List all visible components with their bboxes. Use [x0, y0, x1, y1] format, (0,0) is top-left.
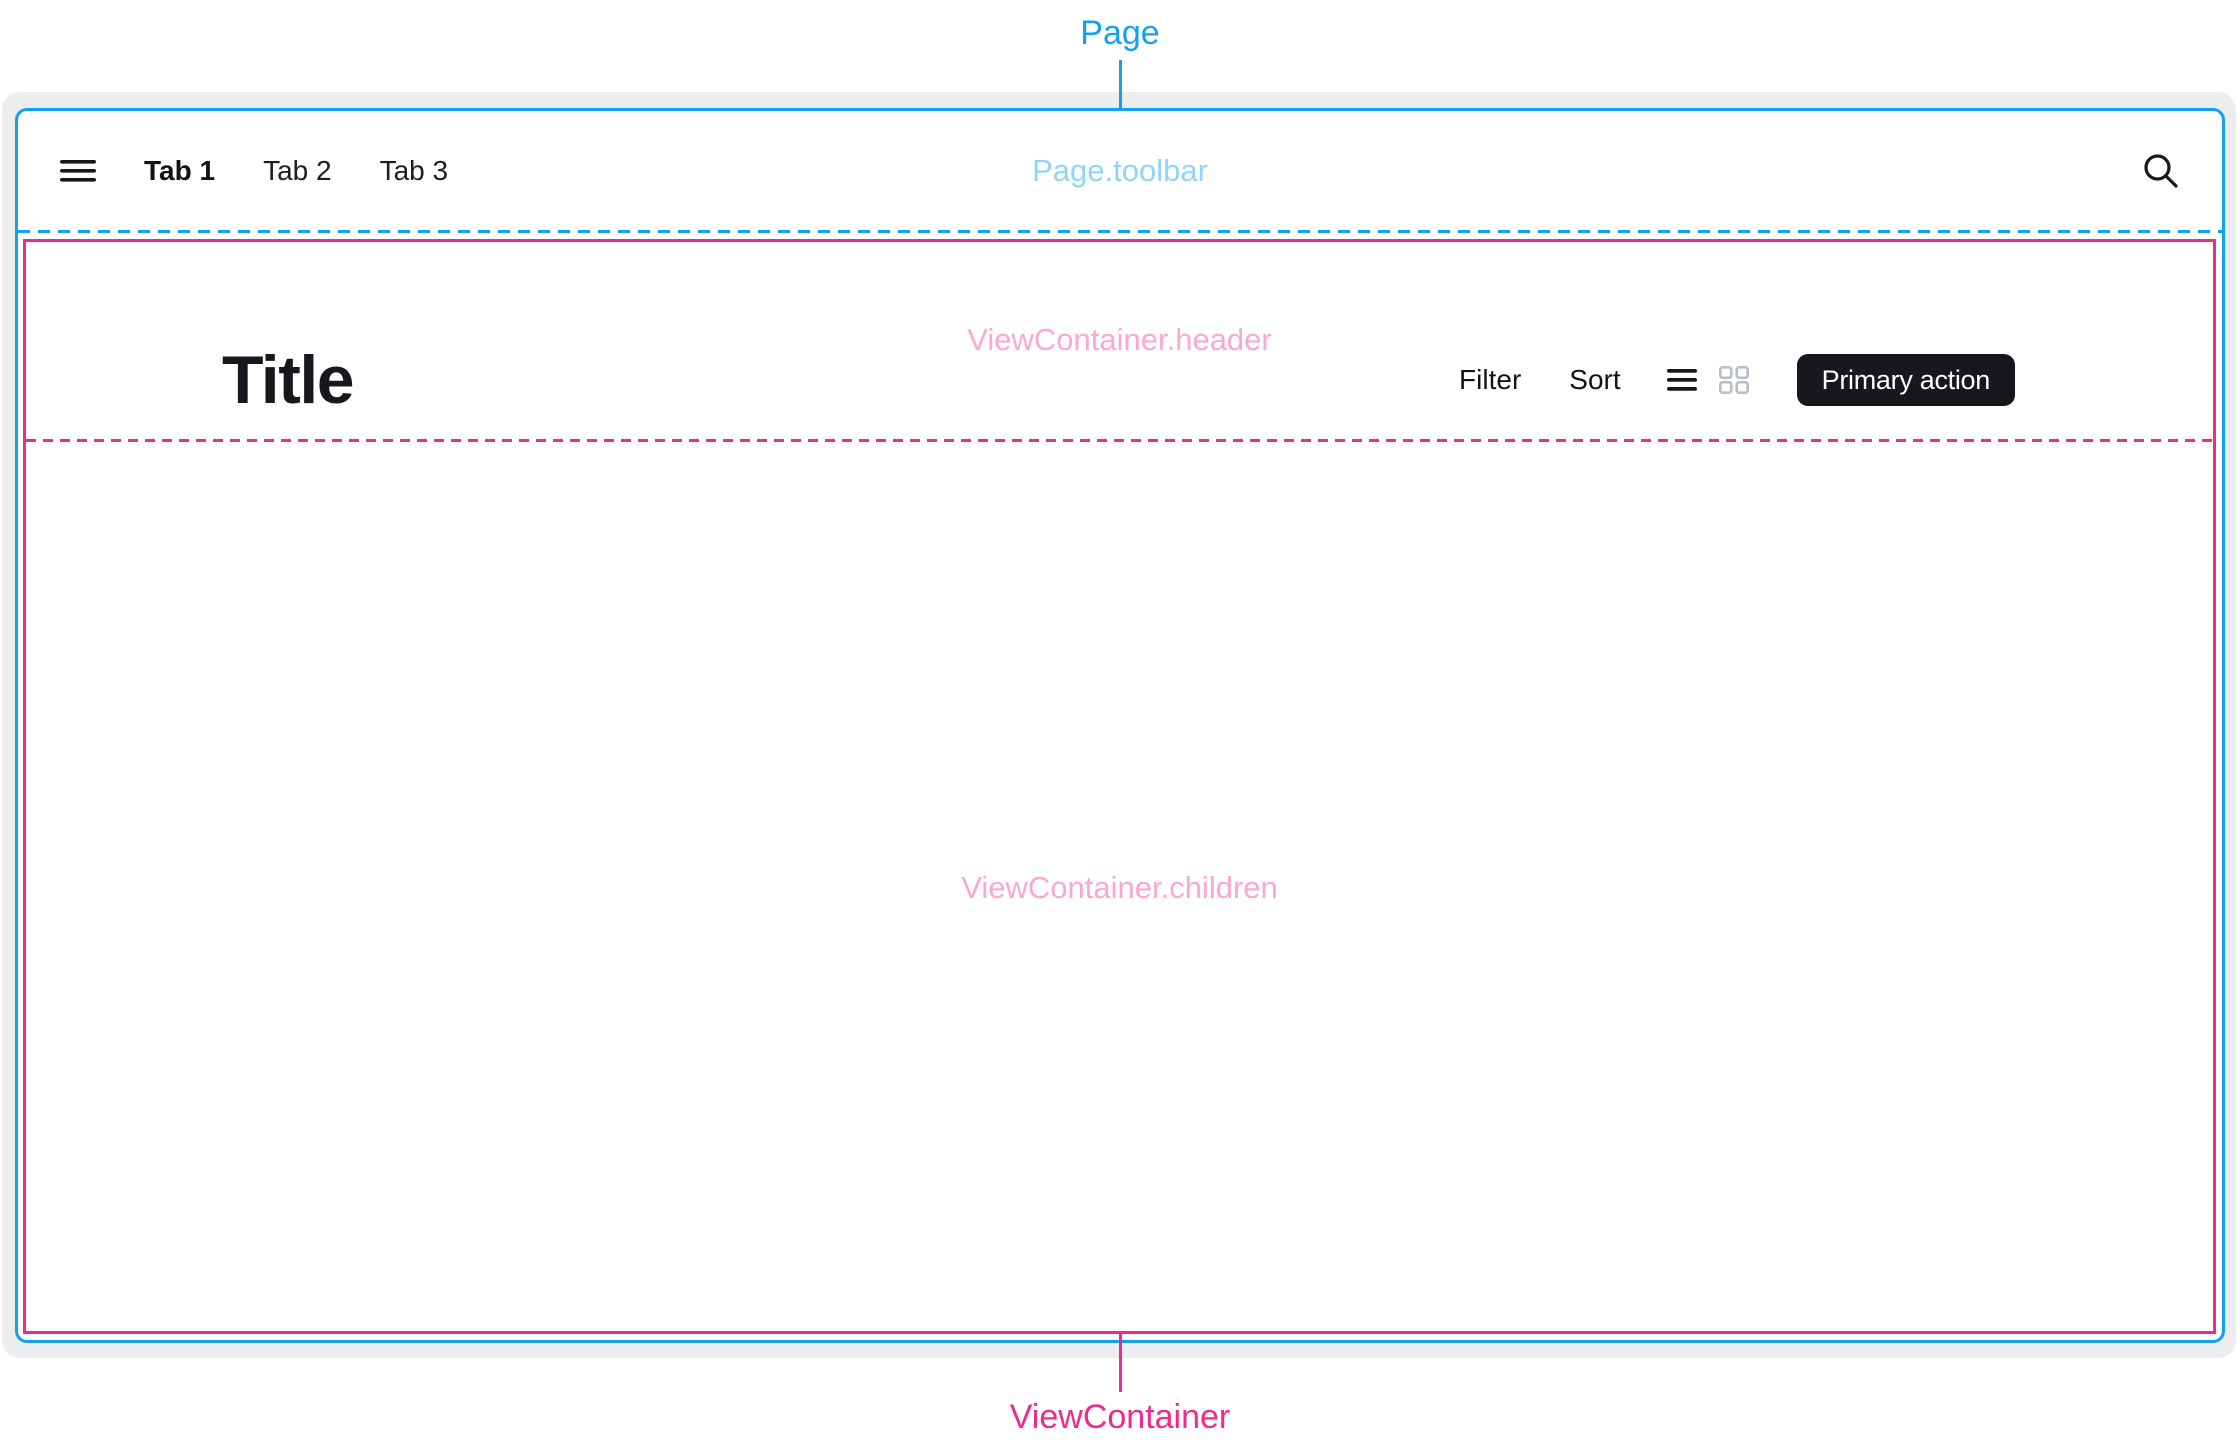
page-title: Title: [222, 342, 355, 418]
header-actions: Filter Sort: [1459, 354, 2015, 406]
view-container-annotation-line: [1119, 1334, 1122, 1392]
toolbar-divider: [18, 230, 2222, 233]
view-container-header-annotation-label: ViewContainer.header: [967, 322, 1272, 357]
view-container-frame: ViewContainer.header Title Filter Sort: [23, 239, 2216, 1334]
tab-3[interactable]: Tab 3: [379, 154, 449, 186]
page-toolbar-annotation-label: Page.toolbar: [1032, 152, 1208, 188]
hamburger-icon: [60, 159, 96, 182]
primary-action-button[interactable]: Primary action: [1796, 354, 2015, 406]
view-container-children: ViewContainer.children: [26, 442, 2213, 1331]
list-view-button[interactable]: [1666, 369, 1697, 391]
page-toolbar: Tab 1 Tab 2 Tab 3 Page.toolbar: [18, 111, 2222, 230]
list-view-icon: [1666, 369, 1697, 391]
tab-2[interactable]: Tab 2: [263, 154, 332, 186]
menu-button[interactable]: [60, 159, 96, 182]
grid-view-icon: [1718, 366, 1749, 394]
tab-1[interactable]: Tab 1: [144, 154, 216, 186]
search-button[interactable]: [2142, 152, 2180, 190]
page-annotation-label: Page: [1080, 14, 1160, 52]
view-container-header: ViewContainer.header Title Filter Sort: [26, 242, 2213, 442]
search-icon: [2142, 152, 2180, 190]
filter-button[interactable]: Filter: [1459, 364, 1522, 395]
grid-view-button[interactable]: [1718, 366, 1749, 394]
sort-button[interactable]: Sort: [1569, 364, 1621, 395]
view-container-annotation-label: ViewContainer: [1009, 1398, 1231, 1436]
view-container-children-annotation-label: ViewContainer.children: [961, 870, 1278, 905]
page-annotation-line: [1119, 60, 1122, 109]
view-container-header-divider: [26, 439, 2213, 442]
